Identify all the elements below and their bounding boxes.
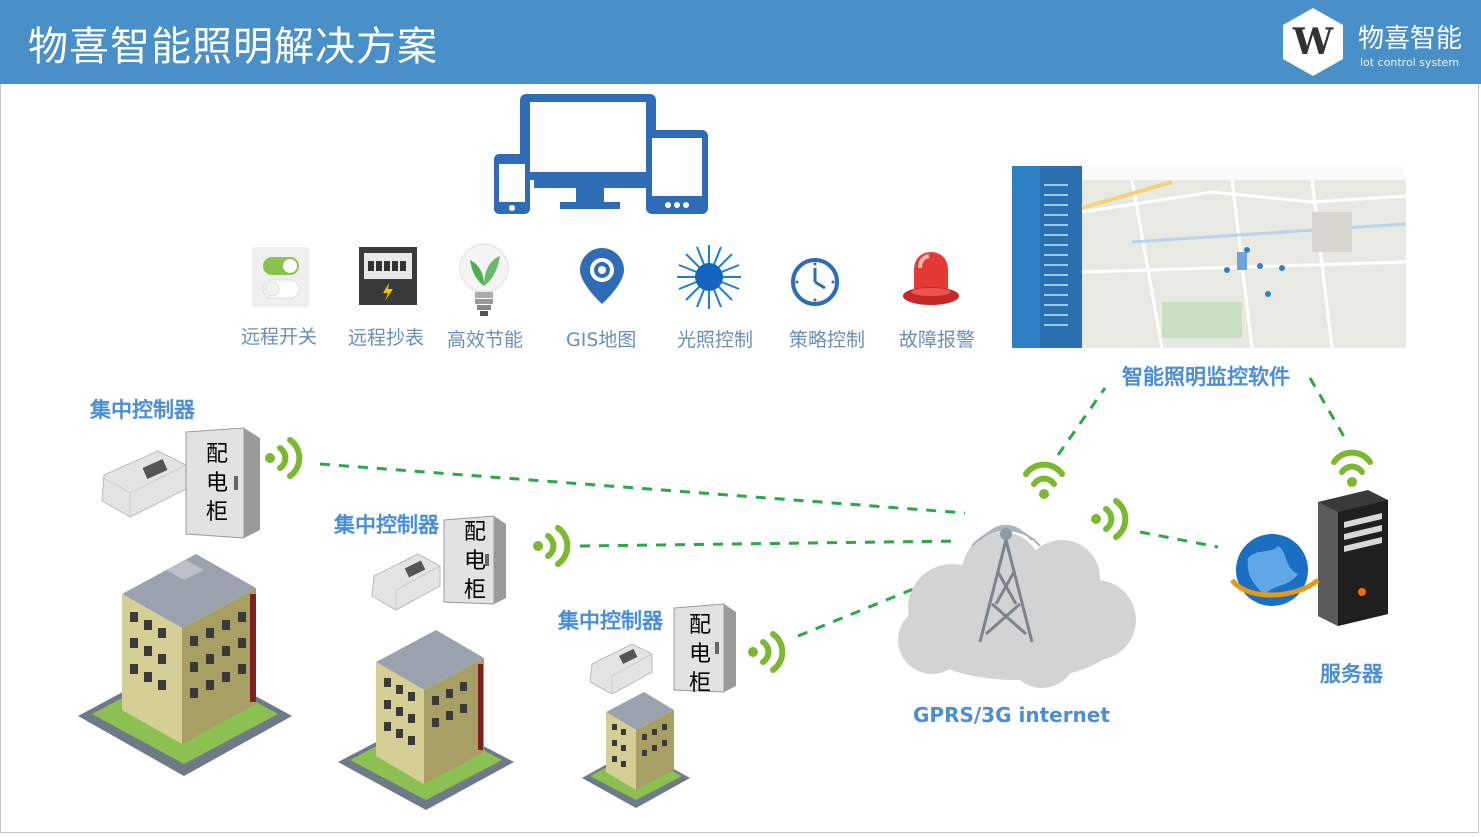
building-1: [78, 554, 292, 776]
logo-letter: W: [1292, 21, 1334, 63]
cabinet-char: 柜: [205, 500, 228, 525]
cabinet-label-3: 配 电 柜: [687, 611, 713, 698]
signal-icon-controller-3: [748, 631, 786, 673]
cabinet-label-2: 配 电 柜: [462, 518, 488, 605]
devices-icon: [494, 94, 708, 214]
building-3: [582, 692, 690, 808]
alarm-light-icon: [903, 252, 959, 305]
cloud-icon: [898, 532, 1136, 688]
brand-name: 物喜智能: [1358, 24, 1463, 54]
antenna-tower-icon: [971, 524, 1041, 643]
server-label: 服务器: [1320, 662, 1383, 686]
distribution-cabinet-1: [185, 427, 260, 539]
electric-meter-icon: [359, 247, 417, 305]
signal-icon-controller-2: [533, 525, 571, 567]
feature-label-light-control: 光照控制: [677, 329, 754, 351]
eco-bulb-icon: [459, 243, 509, 316]
software-screenshot: [1012, 152, 1407, 349]
signal-icon-server: [1331, 449, 1373, 487]
slide-frame: [0, 84, 1479, 833]
map-pin-icon: [580, 248, 624, 304]
controller-device-icon-1: [101, 450, 187, 518]
sun-icon: [677, 245, 741, 309]
feature-label-fault-alarm: 故障报警: [899, 329, 976, 351]
controller-device-icon-3: [589, 643, 653, 695]
distribution-cabinet-2: [443, 515, 506, 605]
signal-icon-cloud-top: [1023, 461, 1065, 499]
cabinet-char: 配: [463, 520, 486, 545]
cabinet-label-1: 配 电 柜: [204, 440, 230, 527]
cabinet-char: 电: [688, 642, 711, 667]
cabinet-char: 电: [205, 471, 228, 496]
cabinet-char: 配: [205, 442, 228, 467]
controller-label-1: 集中控制器: [90, 398, 195, 422]
feature-label-remote-meter: 远程抄表: [348, 327, 425, 349]
cabinet-char: 柜: [688, 671, 711, 696]
feature-label-remote-switch: 远程开关: [241, 326, 318, 348]
controller-label-2: 集中控制器: [334, 513, 439, 537]
network-label: GPRS/3G internet: [913, 703, 1110, 727]
feature-label-gis-map: GIS地图: [566, 329, 637, 351]
software-label: 智能照明监控软件: [1122, 365, 1290, 389]
building-2: [338, 630, 514, 810]
signal-icon-cloud-right: [1091, 498, 1129, 540]
signal-icon-controller-1: [265, 437, 303, 479]
cabinet-char: 电: [463, 549, 486, 574]
page-title: 物喜智能照明解决方案: [28, 24, 438, 70]
server-icon: [1229, 490, 1388, 626]
feature-label-strategy-control: 策略控制: [789, 329, 866, 351]
brand-logo: W: [1283, 8, 1343, 76]
cabinet-char: 柜: [463, 578, 486, 603]
distribution-cabinet-3: [673, 603, 736, 693]
brand-subtitle: lot control system: [1360, 56, 1459, 69]
toggle-switch-icon: [252, 247, 310, 307]
header-bar: 物喜智能照明解决方案 W 物喜智能 lot control system: [0, 0, 1481, 84]
feature-label-energy-saving: 高效节能: [447, 329, 524, 351]
cabinet-char: 配: [688, 613, 711, 638]
clock-icon: [791, 258, 839, 306]
controller-label-3: 集中控制器: [558, 609, 663, 633]
controller-device-icon-2: [371, 553, 441, 611]
